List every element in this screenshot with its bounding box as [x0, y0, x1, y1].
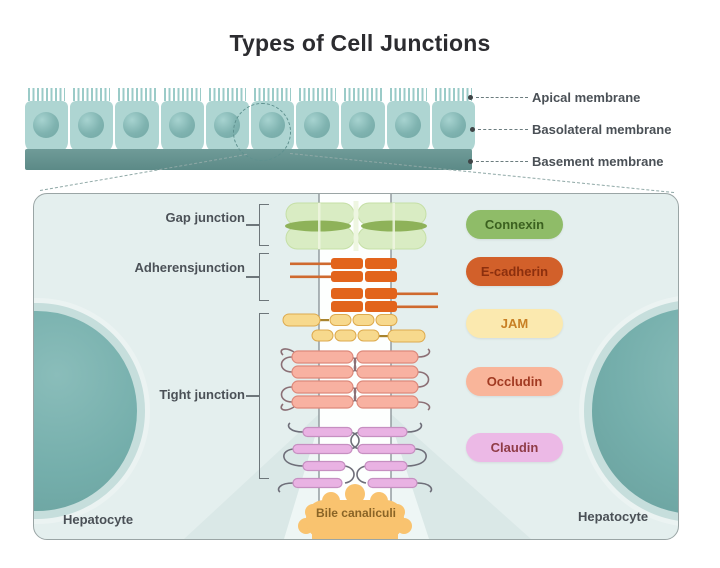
microvilli — [254, 88, 292, 101]
hepatocyte-right-label: Hepatocyte — [578, 509, 649, 524]
cell-nucleus — [78, 112, 105, 138]
epithelial-cell — [431, 88, 476, 153]
microvilli — [344, 88, 382, 101]
jam-structure — [282, 313, 426, 343]
epithelial-cell — [341, 88, 385, 153]
apical-membrane-label: Apical membrane — [532, 90, 641, 105]
legend-badge-jam: JAM — [466, 309, 563, 338]
cell-nucleus — [33, 112, 59, 138]
epithelial-cell — [386, 88, 430, 153]
gap-junction-label: Gap junction — [165, 210, 245, 225]
leader-line — [476, 161, 528, 162]
microvilli — [118, 88, 156, 101]
bile-canaliculi-label: Bile canaliculi — [315, 506, 397, 520]
claudin-structure — [277, 422, 433, 493]
microvilli — [389, 88, 427, 101]
cell-nucleus — [439, 112, 466, 138]
leader-line — [478, 129, 528, 130]
microvilli — [434, 88, 473, 101]
legend-badge-occludin: Occludin — [466, 367, 563, 396]
junction-structures-svg — [277, 194, 438, 539]
epithelial-cell — [115, 88, 159, 153]
leader-dot — [468, 159, 473, 164]
legend-badge-connexin: Connexin — [466, 210, 563, 239]
cell-nucleus — [394, 112, 421, 138]
tight-junction-label: Tight junction — [159, 387, 245, 402]
microvilli — [208, 88, 247, 101]
leader-line — [476, 97, 528, 98]
zoom-indicator-circle — [233, 103, 291, 161]
legend-badge-claudin: Claudin — [466, 433, 563, 462]
epithelial-cell — [296, 88, 340, 153]
cell-nucleus — [304, 112, 331, 138]
legend-badge-ecadherin: E-cadherin — [466, 257, 563, 286]
junction-detail-box: Gap junction Adherensjunction Tight junc… — [33, 193, 679, 540]
basement-membrane-bar — [25, 149, 472, 170]
adherens-junction-label: Adherensjunction — [134, 260, 245, 275]
hepatocyte-left-label: Hepatocyte — [63, 512, 134, 527]
occludin-structure — [280, 348, 431, 411]
epithelial-cell — [160, 88, 204, 153]
cell-nucleus — [349, 112, 376, 138]
page-title: Types of Cell Junctions — [229, 30, 491, 56]
microvilli — [28, 88, 66, 101]
microvilli — [163, 88, 201, 101]
epithelial-cell — [25, 88, 69, 153]
bile-canaliculi-shape — [298, 484, 412, 539]
basolateral-membrane-label: Basolateral membrane — [532, 122, 672, 137]
cell-nucleus — [168, 112, 195, 138]
basement-membrane-label: Basement membrane — [532, 154, 664, 169]
gap-junction-bracket — [246, 204, 269, 246]
tight-junction-bracket — [246, 313, 269, 479]
adherens-junction-bracket — [246, 253, 269, 301]
gap-junction-structure — [285, 201, 427, 251]
microvilli — [299, 88, 337, 101]
hepatocyte-nucleus-left — [34, 303, 145, 519]
leader-dot — [470, 127, 475, 132]
epithelial-cell — [70, 88, 114, 153]
hepatocyte-nucleus-right — [584, 300, 678, 522]
microvilli — [73, 88, 111, 101]
adherens-junction-structure — [290, 258, 438, 312]
cell-nucleus — [123, 112, 150, 138]
leader-dot — [468, 95, 473, 100]
